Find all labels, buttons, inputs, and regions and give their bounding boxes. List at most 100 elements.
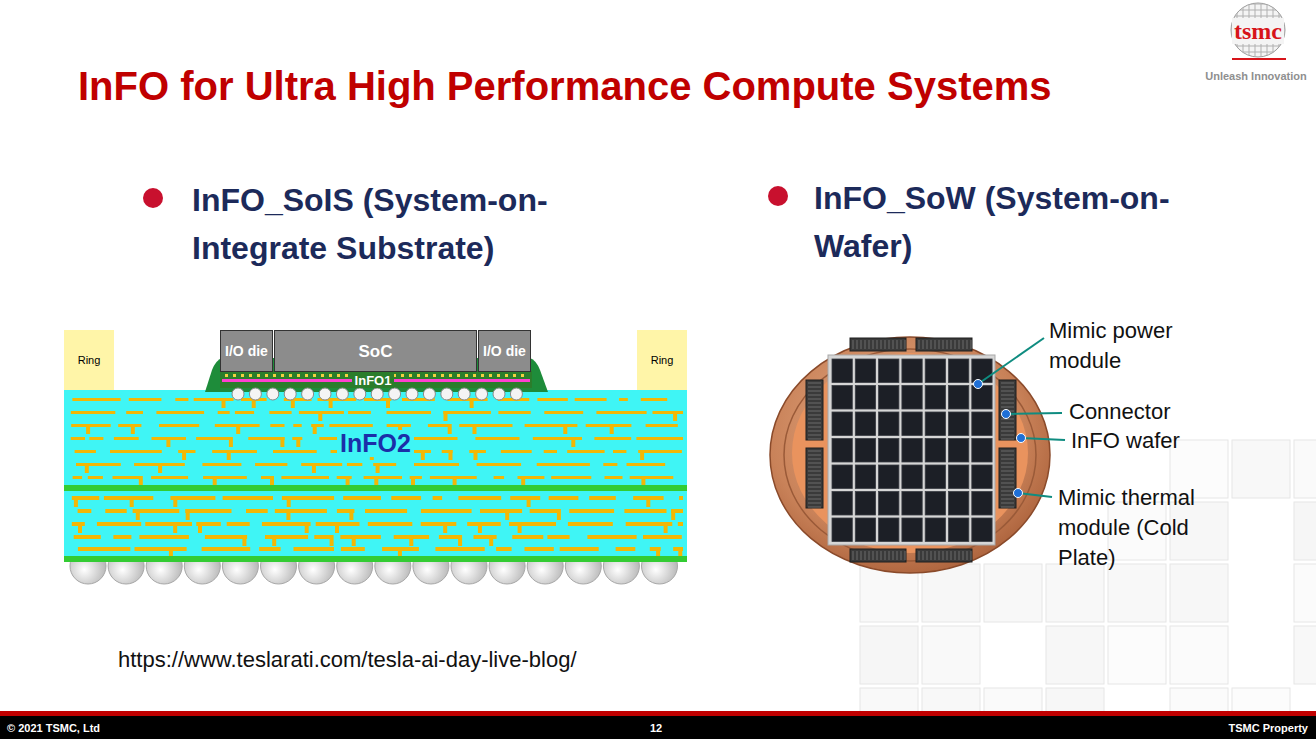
io-die: I/O die [478, 330, 531, 372]
trace [329, 424, 372, 427]
via [448, 424, 452, 434]
trace [638, 450, 682, 453]
via [136, 509, 140, 520]
connector-pin [923, 551, 924, 560]
via [131, 424, 135, 434]
trace [494, 476, 505, 479]
power-module-tile [832, 465, 852, 489]
trace [475, 437, 519, 440]
connector-pin [943, 551, 944, 560]
background-tile [1108, 626, 1166, 684]
power-module-tile [879, 492, 899, 516]
connector-pin [865, 340, 866, 349]
logo-grid [1230, 2, 1286, 58]
rdl-dot [257, 374, 260, 377]
connector-pin [1001, 471, 1014, 472]
trace [510, 496, 540, 500]
trace [525, 547, 554, 551]
power-module-tile [949, 412, 969, 436]
via [85, 463, 89, 473]
power-module-tile [855, 465, 875, 489]
trace [586, 424, 632, 427]
trace [391, 496, 421, 500]
connector-pin [951, 340, 952, 349]
connector-pin [1001, 399, 1014, 400]
via [374, 476, 378, 486]
connector-pin [919, 551, 920, 560]
connector-pin [808, 471, 821, 472]
trace [627, 463, 666, 466]
power-module-tile [902, 492, 922, 516]
via [474, 450, 478, 460]
trace [71, 411, 116, 414]
via [305, 522, 309, 533]
trace [567, 450, 604, 453]
cold-plate-rim [784, 349, 1036, 561]
connector-pin [927, 551, 928, 560]
background-tile [1294, 564, 1316, 622]
trace [273, 450, 317, 453]
connector [916, 549, 972, 562]
trace [126, 411, 143, 414]
ring-box: Ring [64, 330, 114, 390]
power-module-tile [949, 518, 969, 542]
power-module-tile [879, 412, 899, 436]
trace [568, 522, 613, 526]
via [505, 509, 509, 520]
via [286, 509, 290, 520]
via [646, 496, 650, 507]
trace [619, 398, 628, 401]
trace [118, 424, 141, 427]
trace [294, 547, 335, 551]
trace [202, 547, 251, 551]
rdl-dot [225, 374, 228, 377]
trace [603, 463, 617, 466]
source-url: https://www.teslarati.com/tesla-ai-day-l… [118, 645, 758, 675]
c4-bumps [232, 388, 522, 400]
trace [587, 535, 636, 539]
connector-pin [808, 411, 821, 412]
background-tile [1046, 564, 1104, 622]
rdl-dot [337, 374, 340, 377]
trace [467, 522, 501, 526]
connector-pin [808, 403, 821, 404]
trace [613, 450, 626, 453]
connector-pin [935, 551, 936, 560]
connector-pin [808, 455, 821, 456]
power-module-tile [972, 359, 992, 383]
rdl-dot [409, 374, 412, 377]
trace [135, 547, 187, 551]
leader-line [978, 338, 1044, 384]
connector-pin [808, 419, 821, 420]
trace [196, 437, 231, 440]
connector-pin [1001, 467, 1014, 468]
connector-pin [943, 340, 944, 349]
rdl-dot [425, 374, 428, 377]
info-wafer [792, 353, 1028, 553]
via [421, 450, 425, 460]
background-tile [1046, 626, 1104, 684]
trace [202, 463, 241, 466]
substrate [64, 390, 687, 562]
trace [589, 496, 616, 500]
via [182, 450, 186, 460]
trace [76, 463, 121, 466]
info1-layer [220, 371, 532, 388]
trace [678, 522, 683, 526]
ring-block [64, 330, 114, 390]
logo-grid-line [1230, 10, 1286, 11]
trace [480, 509, 522, 513]
io-die: I/O die [220, 330, 273, 372]
via [227, 450, 231, 460]
footer-bar [0, 716, 1316, 739]
trace [509, 522, 556, 526]
via [139, 476, 143, 486]
connector [806, 448, 823, 508]
trace [439, 535, 460, 539]
connector-pin [808, 503, 821, 504]
connector-pin [808, 395, 821, 396]
power-module-tile [879, 518, 899, 542]
connector-pin [1001, 507, 1014, 508]
background-tile [1108, 564, 1166, 622]
connector-pin [971, 551, 972, 560]
